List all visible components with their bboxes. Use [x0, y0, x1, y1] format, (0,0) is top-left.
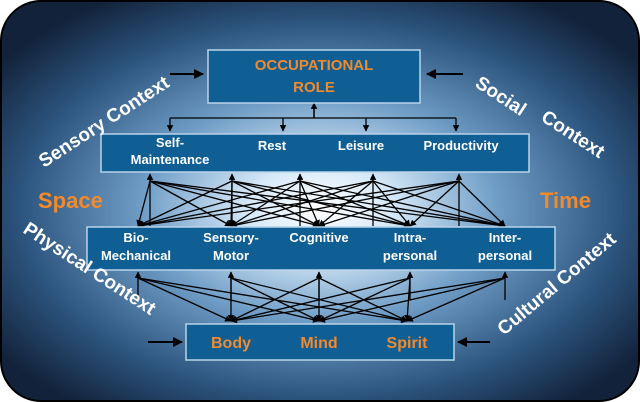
occ-comp-link-18	[372, 180, 411, 227]
person-box	[185, 323, 455, 361]
time-label: Time	[540, 188, 591, 213]
occ-comp-link-22	[318, 180, 460, 228]
occupation-leisure: Leisure	[338, 138, 384, 153]
occupation-self-line1: Self-	[156, 135, 184, 150]
comp-person-link-12	[230, 277, 506, 324]
role-title-line2: ROLE	[293, 79, 335, 96]
comp-person-link-0	[137, 277, 232, 322]
comp-person-link-9	[230, 277, 411, 323]
comp-person-link-1	[137, 277, 320, 323]
component-cognitive: Cognitive	[289, 230, 348, 245]
comp-person-link-14	[406, 277, 506, 322]
component-sensory-line1: Sensory-	[203, 230, 259, 245]
component-inter-line2: personal	[478, 248, 532, 263]
person-body: Body	[211, 335, 251, 352]
occ-comp-link-13	[299, 180, 411, 227]
component-bio-line2: Mechanical	[101, 248, 171, 263]
occupation-productivity: Productivity	[423, 138, 499, 153]
occ-comp-link-12	[299, 180, 320, 227]
role-title-line1: OCCUPATIONAL	[255, 57, 374, 74]
occupation-rest: Rest	[258, 138, 287, 153]
occ-comp-link-7	[231, 180, 320, 227]
occ-comp-link-0	[136, 180, 151, 227]
occupations-box	[100, 133, 530, 173]
person-spirit: Spirit	[387, 335, 429, 352]
performance-components-box	[86, 226, 556, 271]
occ-comp-link-23	[409, 180, 460, 227]
occ-comp-link-1	[149, 180, 232, 227]
component-bio-line1: Bio-	[123, 230, 148, 245]
connector-lines	[134, 102, 509, 324]
comp-person-link-6	[230, 277, 320, 322]
occ-comp-link-3	[149, 180, 411, 229]
occ-comp-link-10	[137, 180, 301, 228]
occupation-self-line2: Maintenance	[131, 152, 210, 167]
comp-person-link-13	[318, 277, 506, 323]
occ-comp-link-19	[372, 180, 506, 228]
component-intra-line2: personal	[383, 248, 437, 263]
occ-comp-link-20	[137, 180, 460, 229]
person-mind: Mind	[300, 335, 337, 352]
component-sensory-line2: Motor	[213, 248, 249, 263]
comp-person-link-2	[137, 277, 408, 324]
occupational-role-box	[207, 49, 421, 104]
occ-comp-link-21	[230, 180, 460, 229]
occ-comp-link-8	[231, 180, 411, 228]
component-inter-line1: Inter-	[489, 230, 522, 245]
occ-comp-link-24	[458, 180, 506, 227]
occ-comp-link-15	[137, 180, 374, 229]
occ-comp-link-11	[230, 180, 301, 227]
component-intra-line1: Intra-	[394, 230, 427, 245]
occ-comp-link-2	[149, 180, 320, 228]
occ-comp-link-5	[137, 180, 233, 227]
occ-comp-link-4	[149, 180, 506, 229]
space-label: Space	[38, 188, 103, 213]
